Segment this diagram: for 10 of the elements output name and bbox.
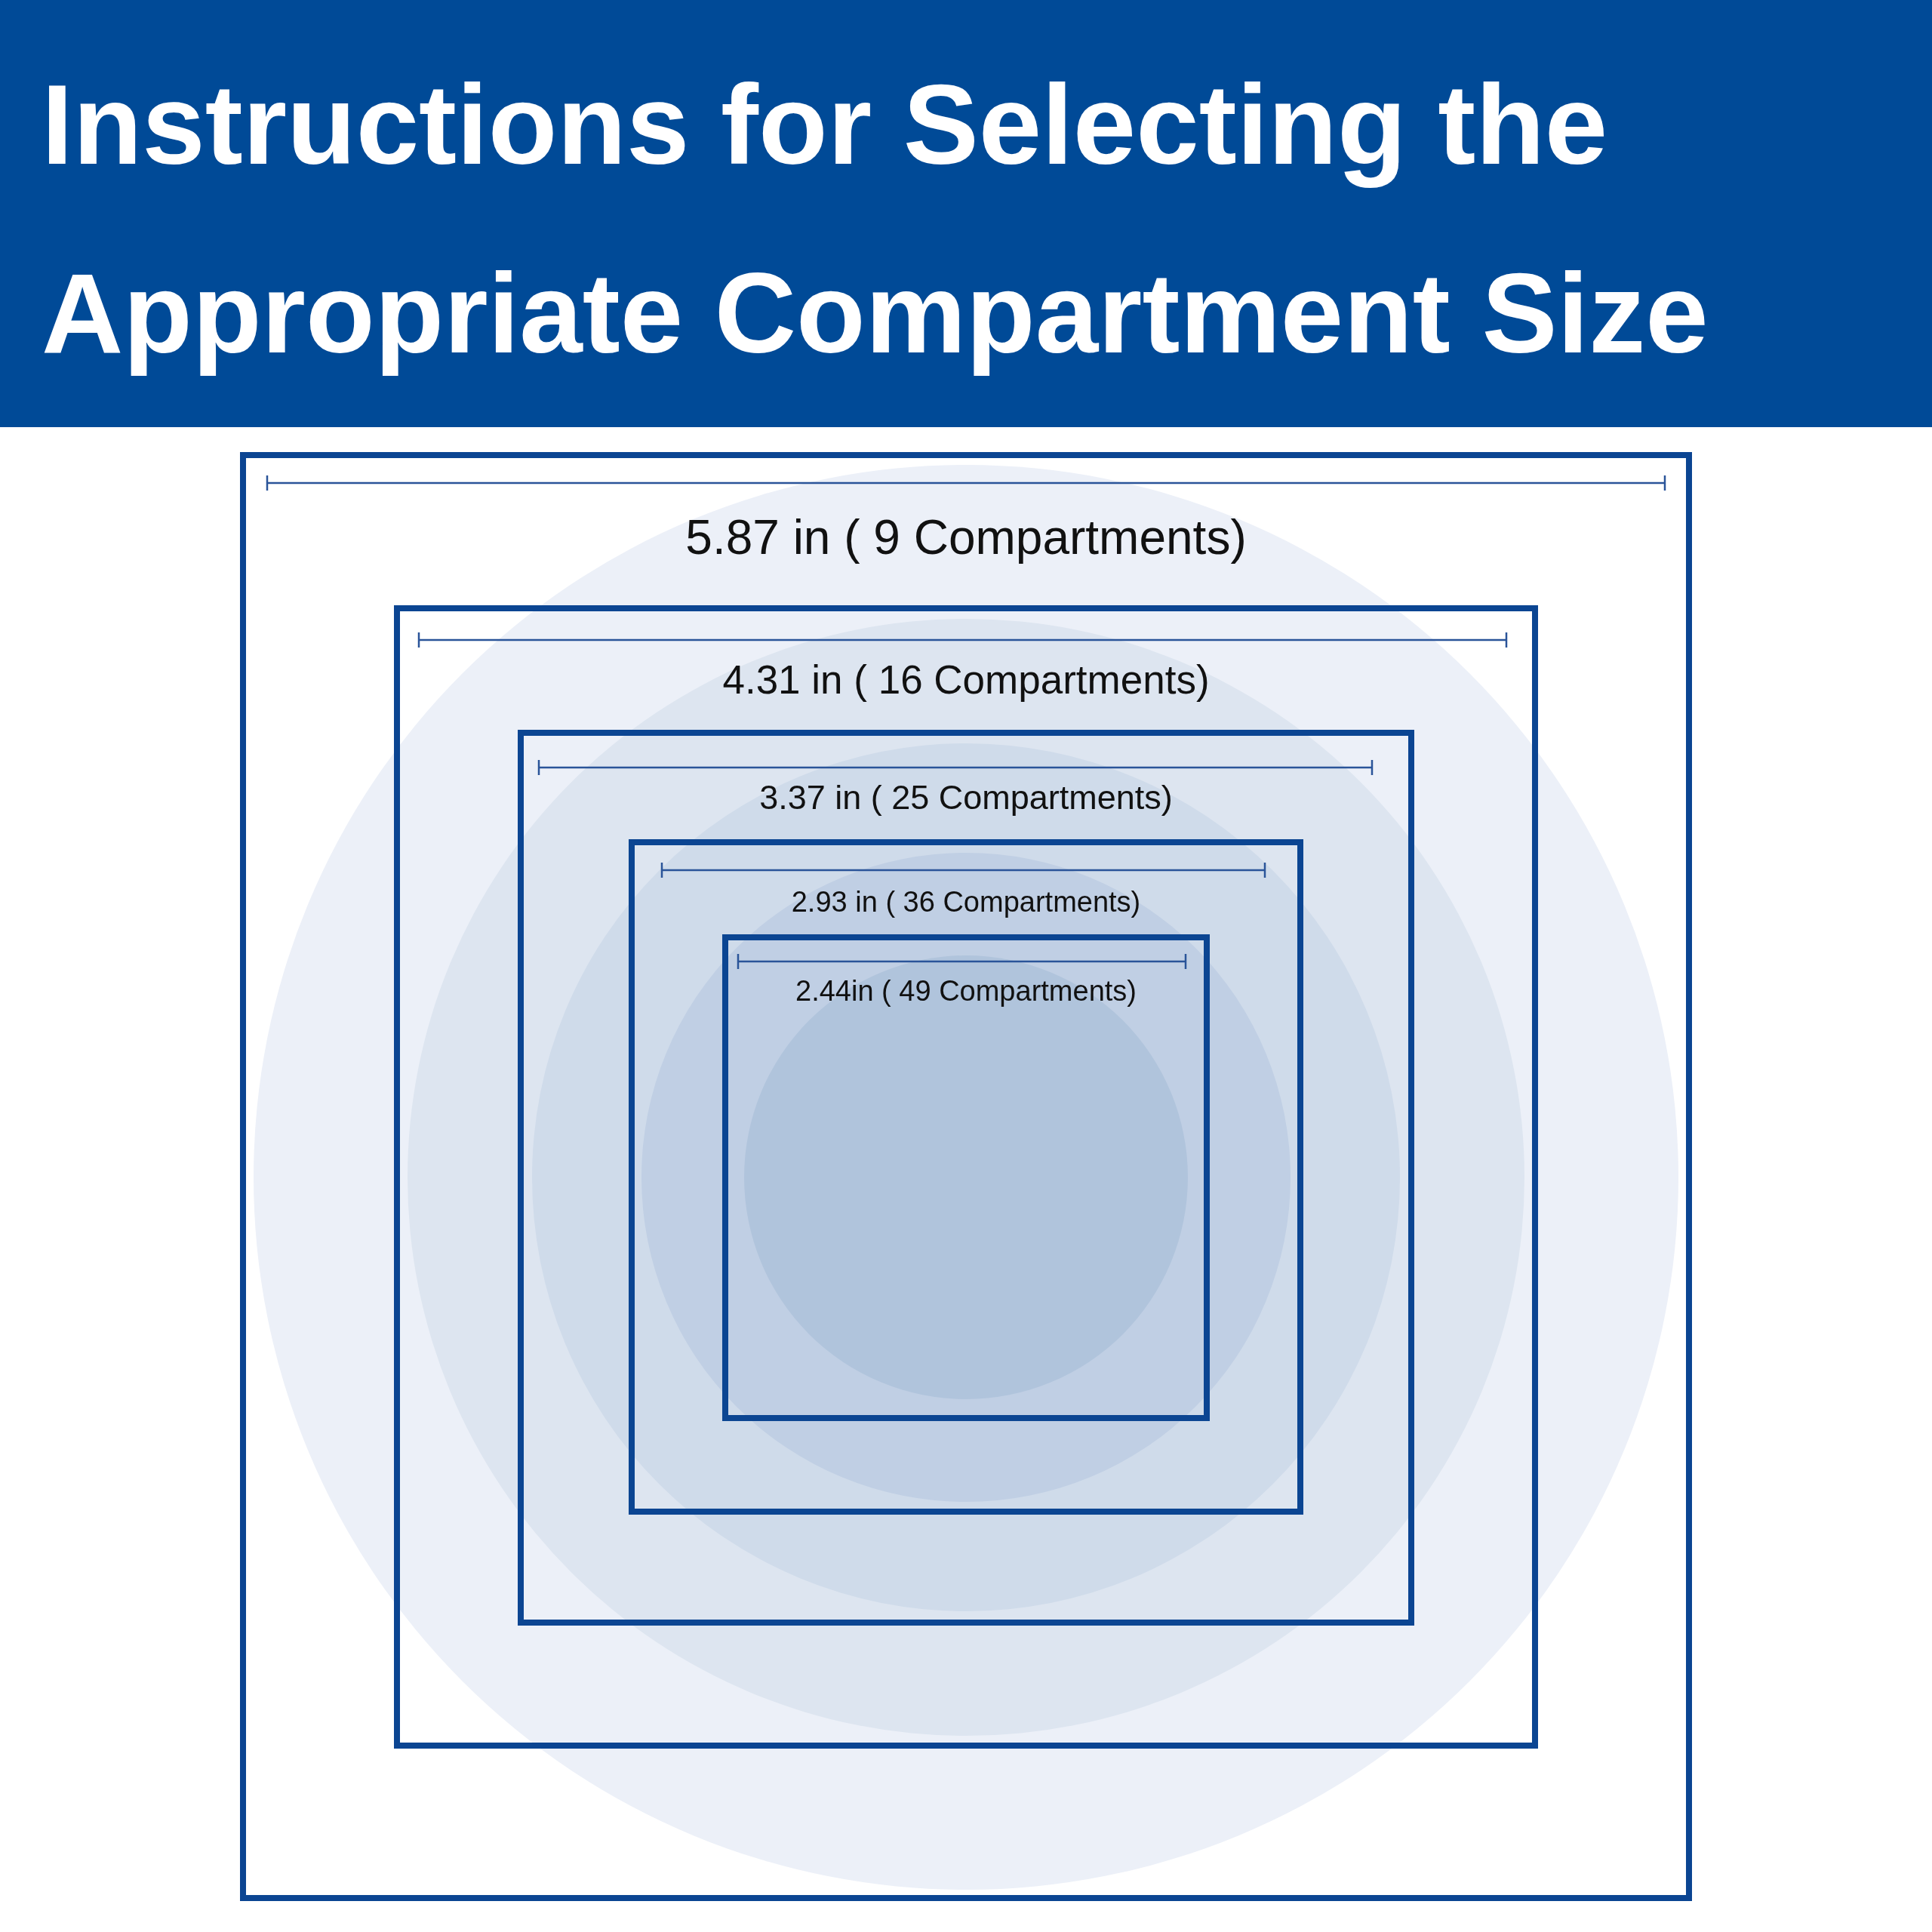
square-outline xyxy=(518,730,1414,1626)
square-outline xyxy=(722,934,1210,1421)
dimension-label: 5.87 in ( 9 Compartments) xyxy=(685,509,1247,566)
square-outline xyxy=(629,839,1303,1515)
dimension-label: 2.44in ( 49 Compartments) xyxy=(795,975,1137,1008)
dimension-label: 3.37 in ( 25 Compartments) xyxy=(758,778,1174,817)
dimension-label: 4.31 in ( 16 Compartments) xyxy=(721,657,1211,704)
dimension-label: 2.93 in ( 36 Compartments) xyxy=(790,886,1142,919)
title: Instructions for Selecting the Appropriate Compartment Size xyxy=(42,60,1709,378)
square-outline xyxy=(394,605,1538,1749)
